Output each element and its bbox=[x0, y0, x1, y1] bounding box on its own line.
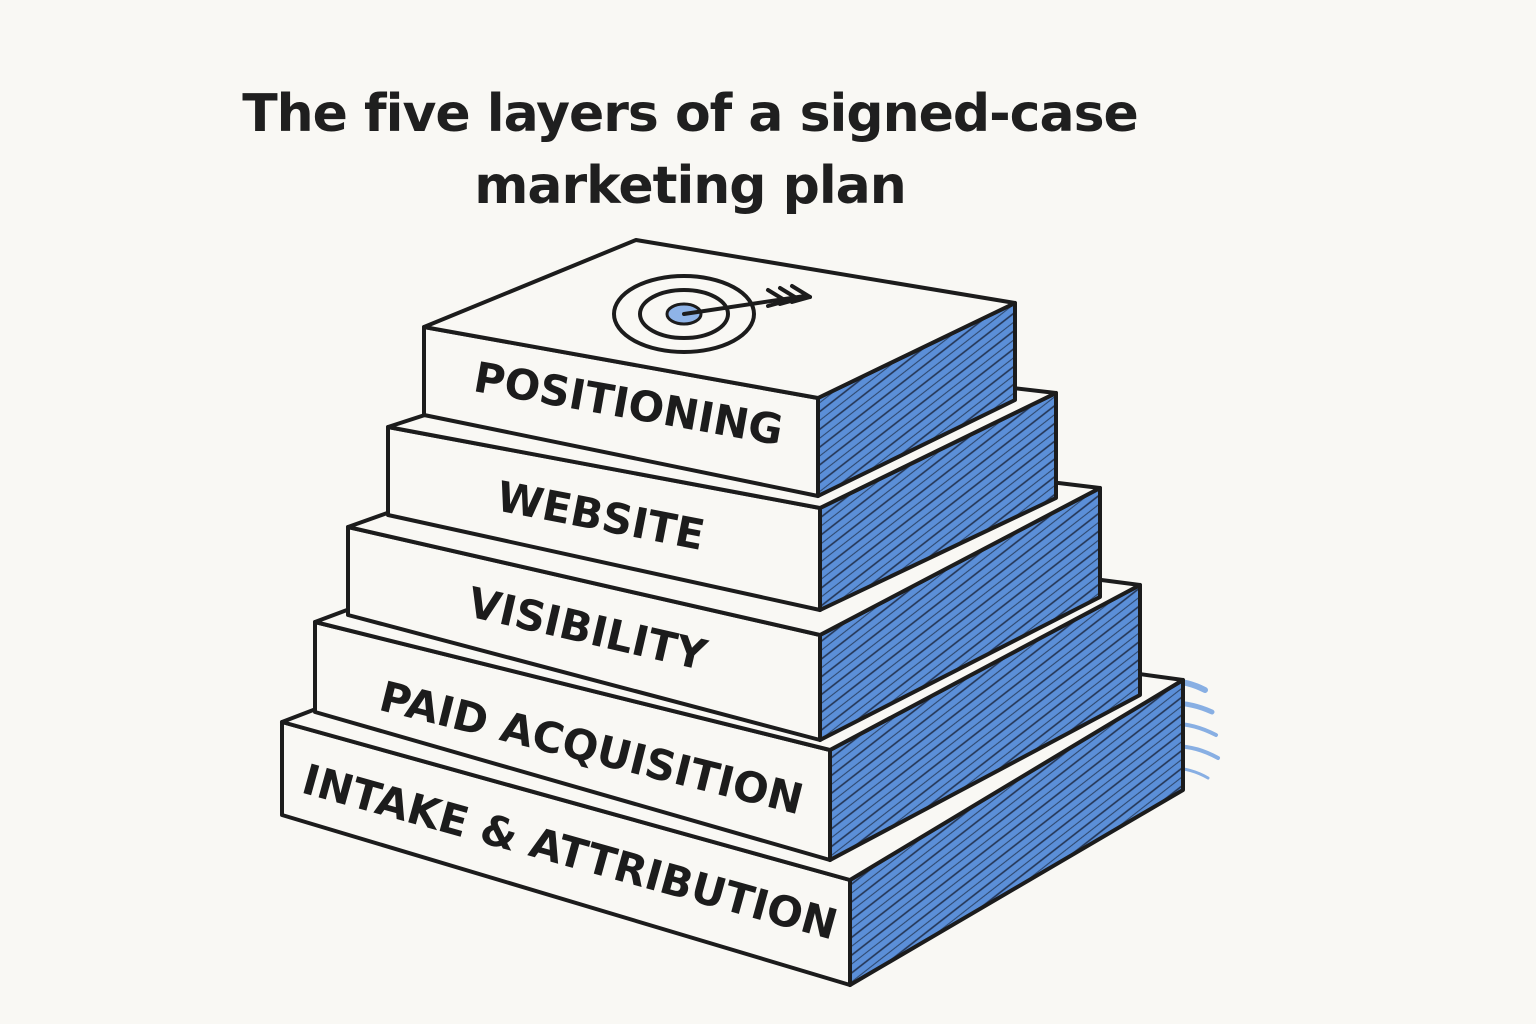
diagram-title-line-1: The five layers of a signed-case bbox=[242, 84, 1139, 144]
target-with-arrow-icon bbox=[612, 274, 812, 354]
diagram-title-line-2: marketing plan bbox=[474, 156, 907, 216]
diagram-title: The five layers of a signed-case marketi… bbox=[180, 78, 1200, 222]
